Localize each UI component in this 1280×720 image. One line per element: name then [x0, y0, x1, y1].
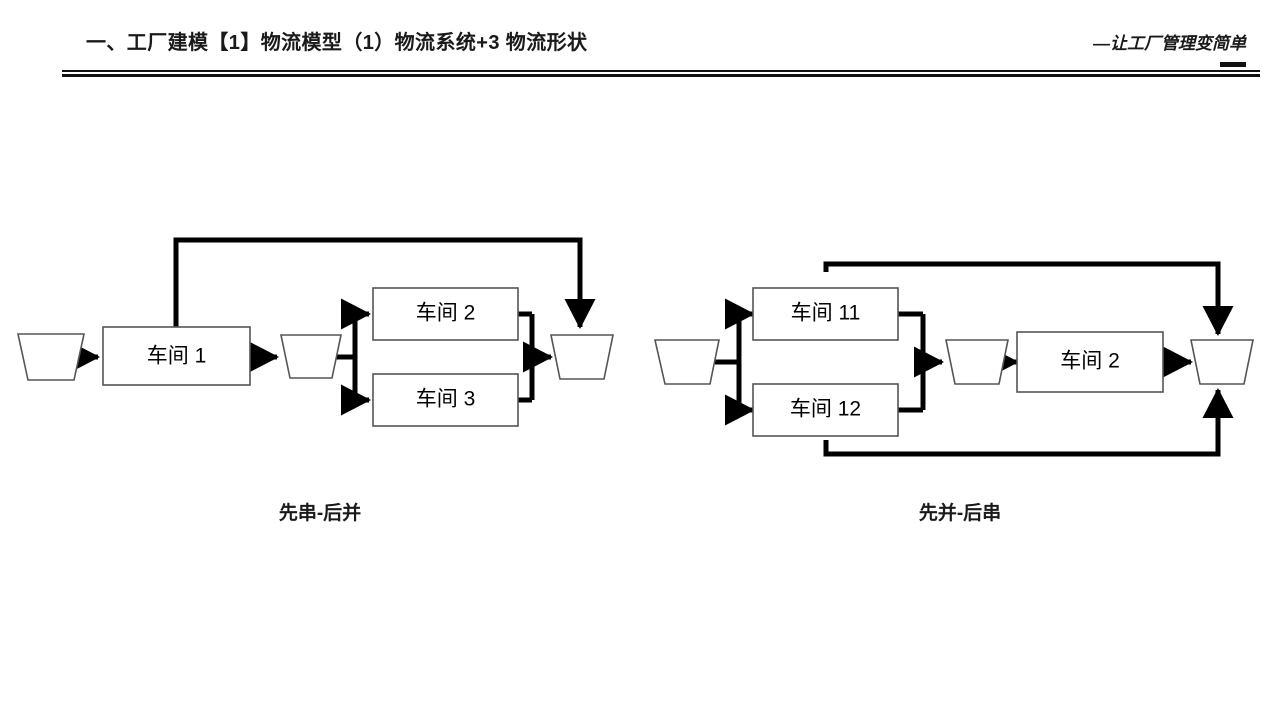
- node-station-2[interactable]: [1016, 331, 1164, 393]
- page-title: 一、工厂建模【1】物流模型（1）物流系统+3 物流形状: [86, 32, 588, 54]
- node-buffer-out[interactable]: [550, 334, 614, 380]
- header-tick-mark: [1220, 62, 1246, 67]
- edge-bypass-bottom: [823, 387, 1234, 457]
- node-station-2[interactable]: [372, 287, 519, 341]
- node-station-12-label: 车间 12: [790, 398, 861, 421]
- node-station-1[interactable]: [102, 326, 251, 386]
- node-station-11[interactable]: [752, 287, 899, 341]
- diagram-canvas: 车间 1 车间 2 车间 3 先串-后并: [0, 92, 1280, 720]
- node-station-3-label: 车间 3: [416, 388, 476, 411]
- diagram-parallel-then-serial: 车间 11 车间 12 车间 2 先并-后串: [640, 92, 1280, 524]
- slide-header: 一、工厂建模【1】物流模型（1）物流系统+3 物流形状 —让工厂管理变简单: [0, 0, 1280, 92]
- node-buffer-mid[interactable]: [280, 334, 342, 379]
- diagram-right-svg: 车间 11 车间 12 车间 2: [653, 261, 1254, 457]
- node-buffer-out[interactable]: [1190, 339, 1254, 385]
- node-station-11-label: 车间 11: [791, 302, 861, 325]
- edge-bypass-top: [173, 237, 596, 330]
- header-divider: [62, 70, 1260, 79]
- node-buffer-mid[interactable]: [945, 339, 1009, 385]
- node-station-12[interactable]: [752, 383, 899, 437]
- node-station-2-label: 车间 2: [416, 302, 476, 325]
- divider-line-bottom: [62, 74, 1260, 77]
- node-station-1-label: 车间 1: [147, 345, 207, 368]
- diagram-left-svg: 车间 1 车间 2 车间 3: [17, 237, 614, 427]
- diagram-serial-then-parallel: 车间 1 车间 2 车间 3 先串-后并: [0, 92, 640, 524]
- node-buffer-in[interactable]: [653, 339, 720, 385]
- edge-bypass-top: [823, 261, 1234, 337]
- divider-line-top: [62, 70, 1260, 72]
- caption-serial-then-parallel: 先串-后并: [278, 503, 362, 524]
- node-station-3[interactable]: [372, 373, 519, 427]
- header-slogan: —让工厂管理变简单: [1093, 34, 1246, 53]
- node-station-2-label: 车间 2: [1060, 350, 1120, 373]
- caption-parallel-then-serial: 先并-后串: [918, 503, 1002, 524]
- node-buffer-in[interactable]: [17, 333, 85, 381]
